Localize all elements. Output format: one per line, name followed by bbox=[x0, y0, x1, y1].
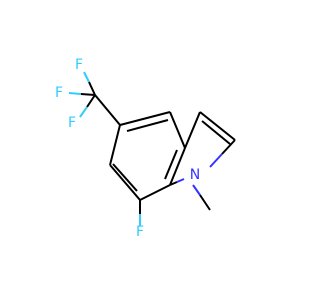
bond-c2-n-c bbox=[221, 139, 236, 155]
bond-c3a-c7a bbox=[169, 147, 186, 186]
bond-c2-n-n bbox=[209, 153, 223, 168]
bond-c4-c3a bbox=[169, 111, 186, 149]
fluorine-atom-label: F bbox=[75, 57, 83, 73]
carbon-bonds bbox=[94, 94, 236, 201]
bond-cf3-ftop-f bbox=[83, 71, 90, 83]
bond-c3a-c7a-double bbox=[164, 149, 178, 180]
bond-cf3-fleft-f bbox=[68, 92, 82, 95]
bond-c7a-c7 bbox=[139, 184, 171, 201]
bond-n-methyl-n bbox=[192, 184, 201, 196]
nitrogen-bonds bbox=[169, 139, 236, 211]
bond-c7-c6 bbox=[109, 164, 141, 201]
bond-c4-c4-double bbox=[126, 119, 169, 132]
bond-cf3-fleft-c bbox=[80, 93, 96, 96]
bond-cf3-fbot-f bbox=[79, 106, 88, 118]
molecule-structure: F F F F N bbox=[55, 57, 236, 240]
bond-c3-c2 bbox=[199, 111, 236, 141]
bond-c7a-n-c bbox=[169, 181, 178, 186]
fluorine-atom-label: F bbox=[55, 85, 63, 101]
bond-n-methyl-c bbox=[199, 194, 211, 211]
bond-cf3-ftop-c bbox=[88, 81, 96, 96]
fluorine-atom-label: F bbox=[136, 224, 144, 240]
bond-c3-c2-double bbox=[201, 120, 231, 145]
bond-c6-c5 bbox=[109, 124, 121, 166]
nitrogen-atom-label: N bbox=[190, 167, 200, 183]
cf3-bonds bbox=[68, 71, 96, 118]
atom-labels: F F F F N bbox=[55, 57, 200, 240]
bond-cf3-fbot-c bbox=[86, 94, 96, 108]
bond-c3a-c3 bbox=[184, 111, 201, 149]
fluorine-atom-label: F bbox=[68, 115, 76, 131]
bond-c5-c4 bbox=[119, 111, 171, 126]
bond-c7-c6-double bbox=[112, 163, 138, 192]
bond-cf3-c5 bbox=[94, 94, 121, 126]
bond-c7a-n-n bbox=[176, 178, 185, 183]
